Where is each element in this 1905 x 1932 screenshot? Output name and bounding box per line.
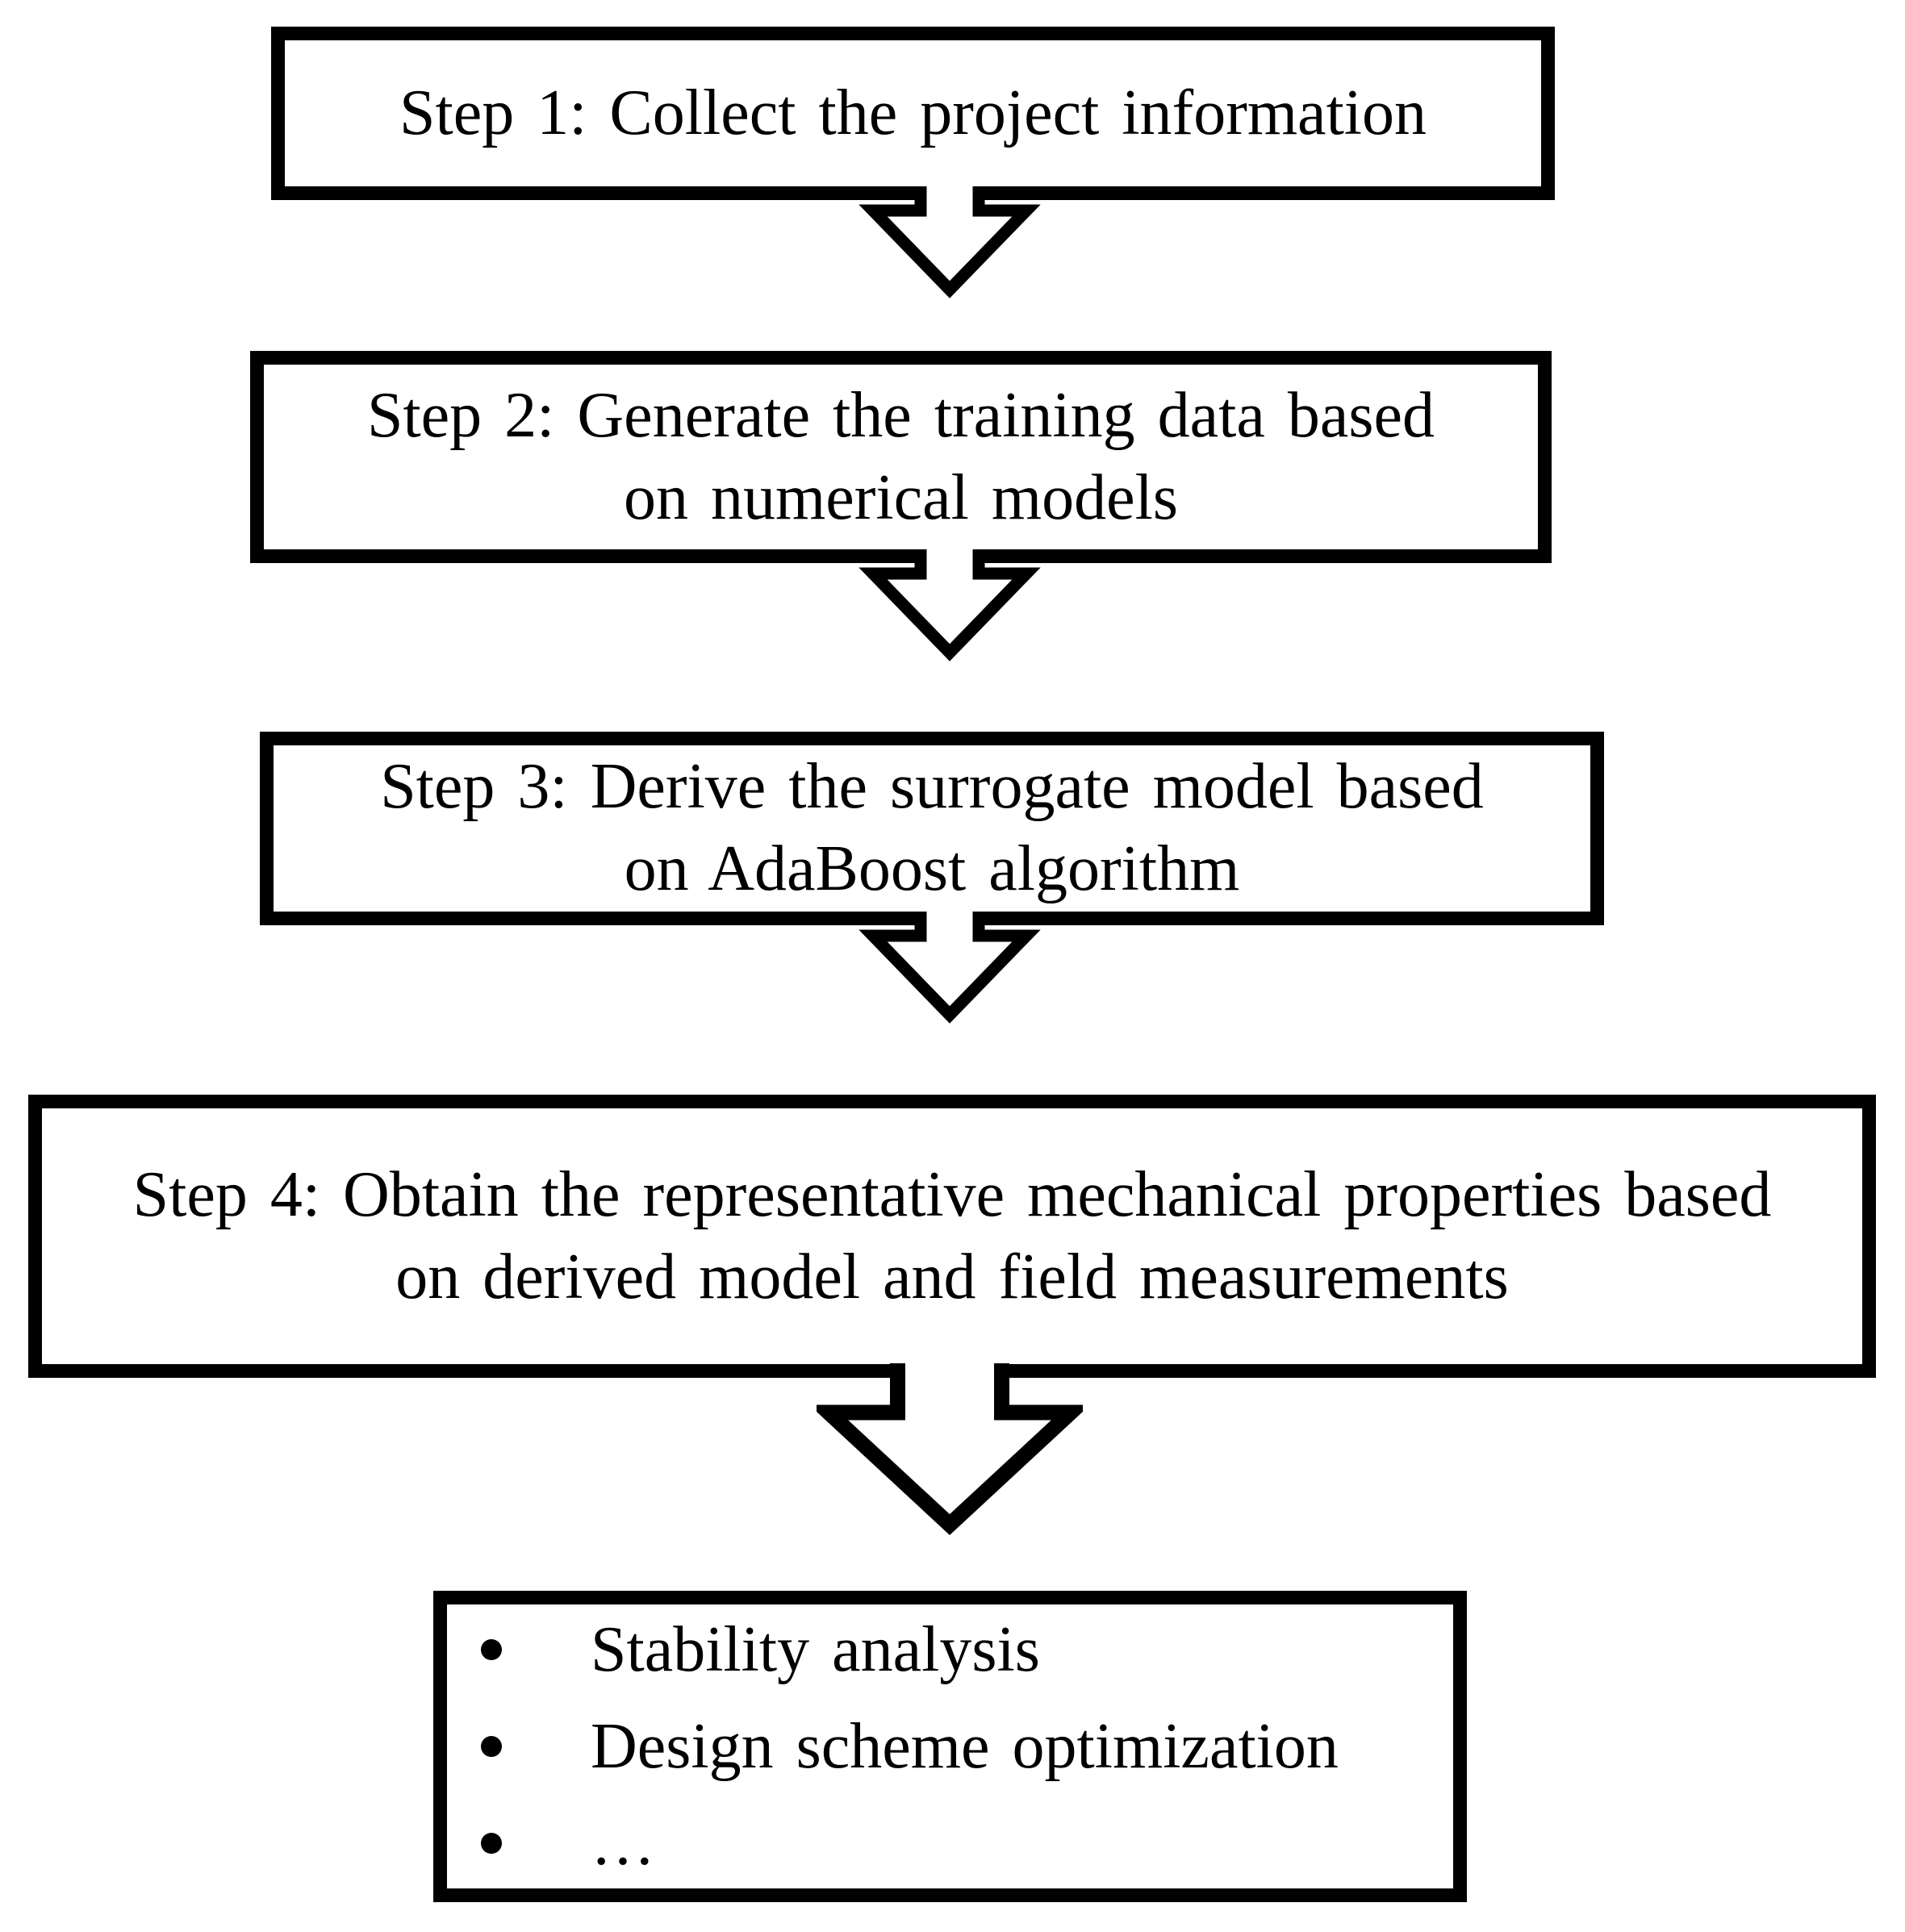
bullet-text-design-scheme-optimization: Design scheme optimization <box>591 1711 1339 1782</box>
down-arrow-4-icon <box>817 1363 1083 1535</box>
step-2-text-line-2: on numerical models <box>624 461 1178 533</box>
step-3-text-line-1: Step 3: Derive the surrogate model based <box>380 751 1484 823</box>
bullet-text-ellipsis: … <box>591 1808 655 1879</box>
bullet-dot-icon <box>481 1639 502 1660</box>
bullet-item: Stability analysis <box>447 1601 1453 1698</box>
step-2-text-line-1: Step 2: Generate the training data based <box>366 379 1435 451</box>
bullet-item: Design scheme optimization <box>447 1698 1453 1795</box>
step-3-box: Step 3: Derive the surrogate model based… <box>260 732 1604 925</box>
step-4-text-line-2: on derived model and field measurements <box>395 1241 1509 1312</box>
down-arrow-1-icon <box>859 186 1041 298</box>
step-3-text-line-2: on AdaBoost algorithm <box>624 833 1240 904</box>
bullet-dot-icon <box>481 1833 502 1854</box>
bullet-text-stability-analysis: Stability analysis <box>591 1614 1040 1685</box>
step-2-box: Step 2: Generate the training data based… <box>250 351 1552 563</box>
applications-box: Stability analysis Design scheme optimiz… <box>433 1591 1467 1902</box>
step-1-text: Step 1: Collect the project information <box>399 77 1427 148</box>
down-arrow-3-icon <box>859 912 1041 1024</box>
step-4-box: Step 4: Obtain the representative mechan… <box>28 1095 1876 1378</box>
bullet-dot-icon <box>481 1736 502 1757</box>
step-4-text-line-1: Step 4: Obtain the representative mechan… <box>132 1158 1772 1230</box>
down-arrow-2-icon <box>859 549 1041 661</box>
step-1-box: Step 1: Collect the project information <box>271 27 1555 200</box>
bullet-item: … <box>447 1795 1453 1892</box>
